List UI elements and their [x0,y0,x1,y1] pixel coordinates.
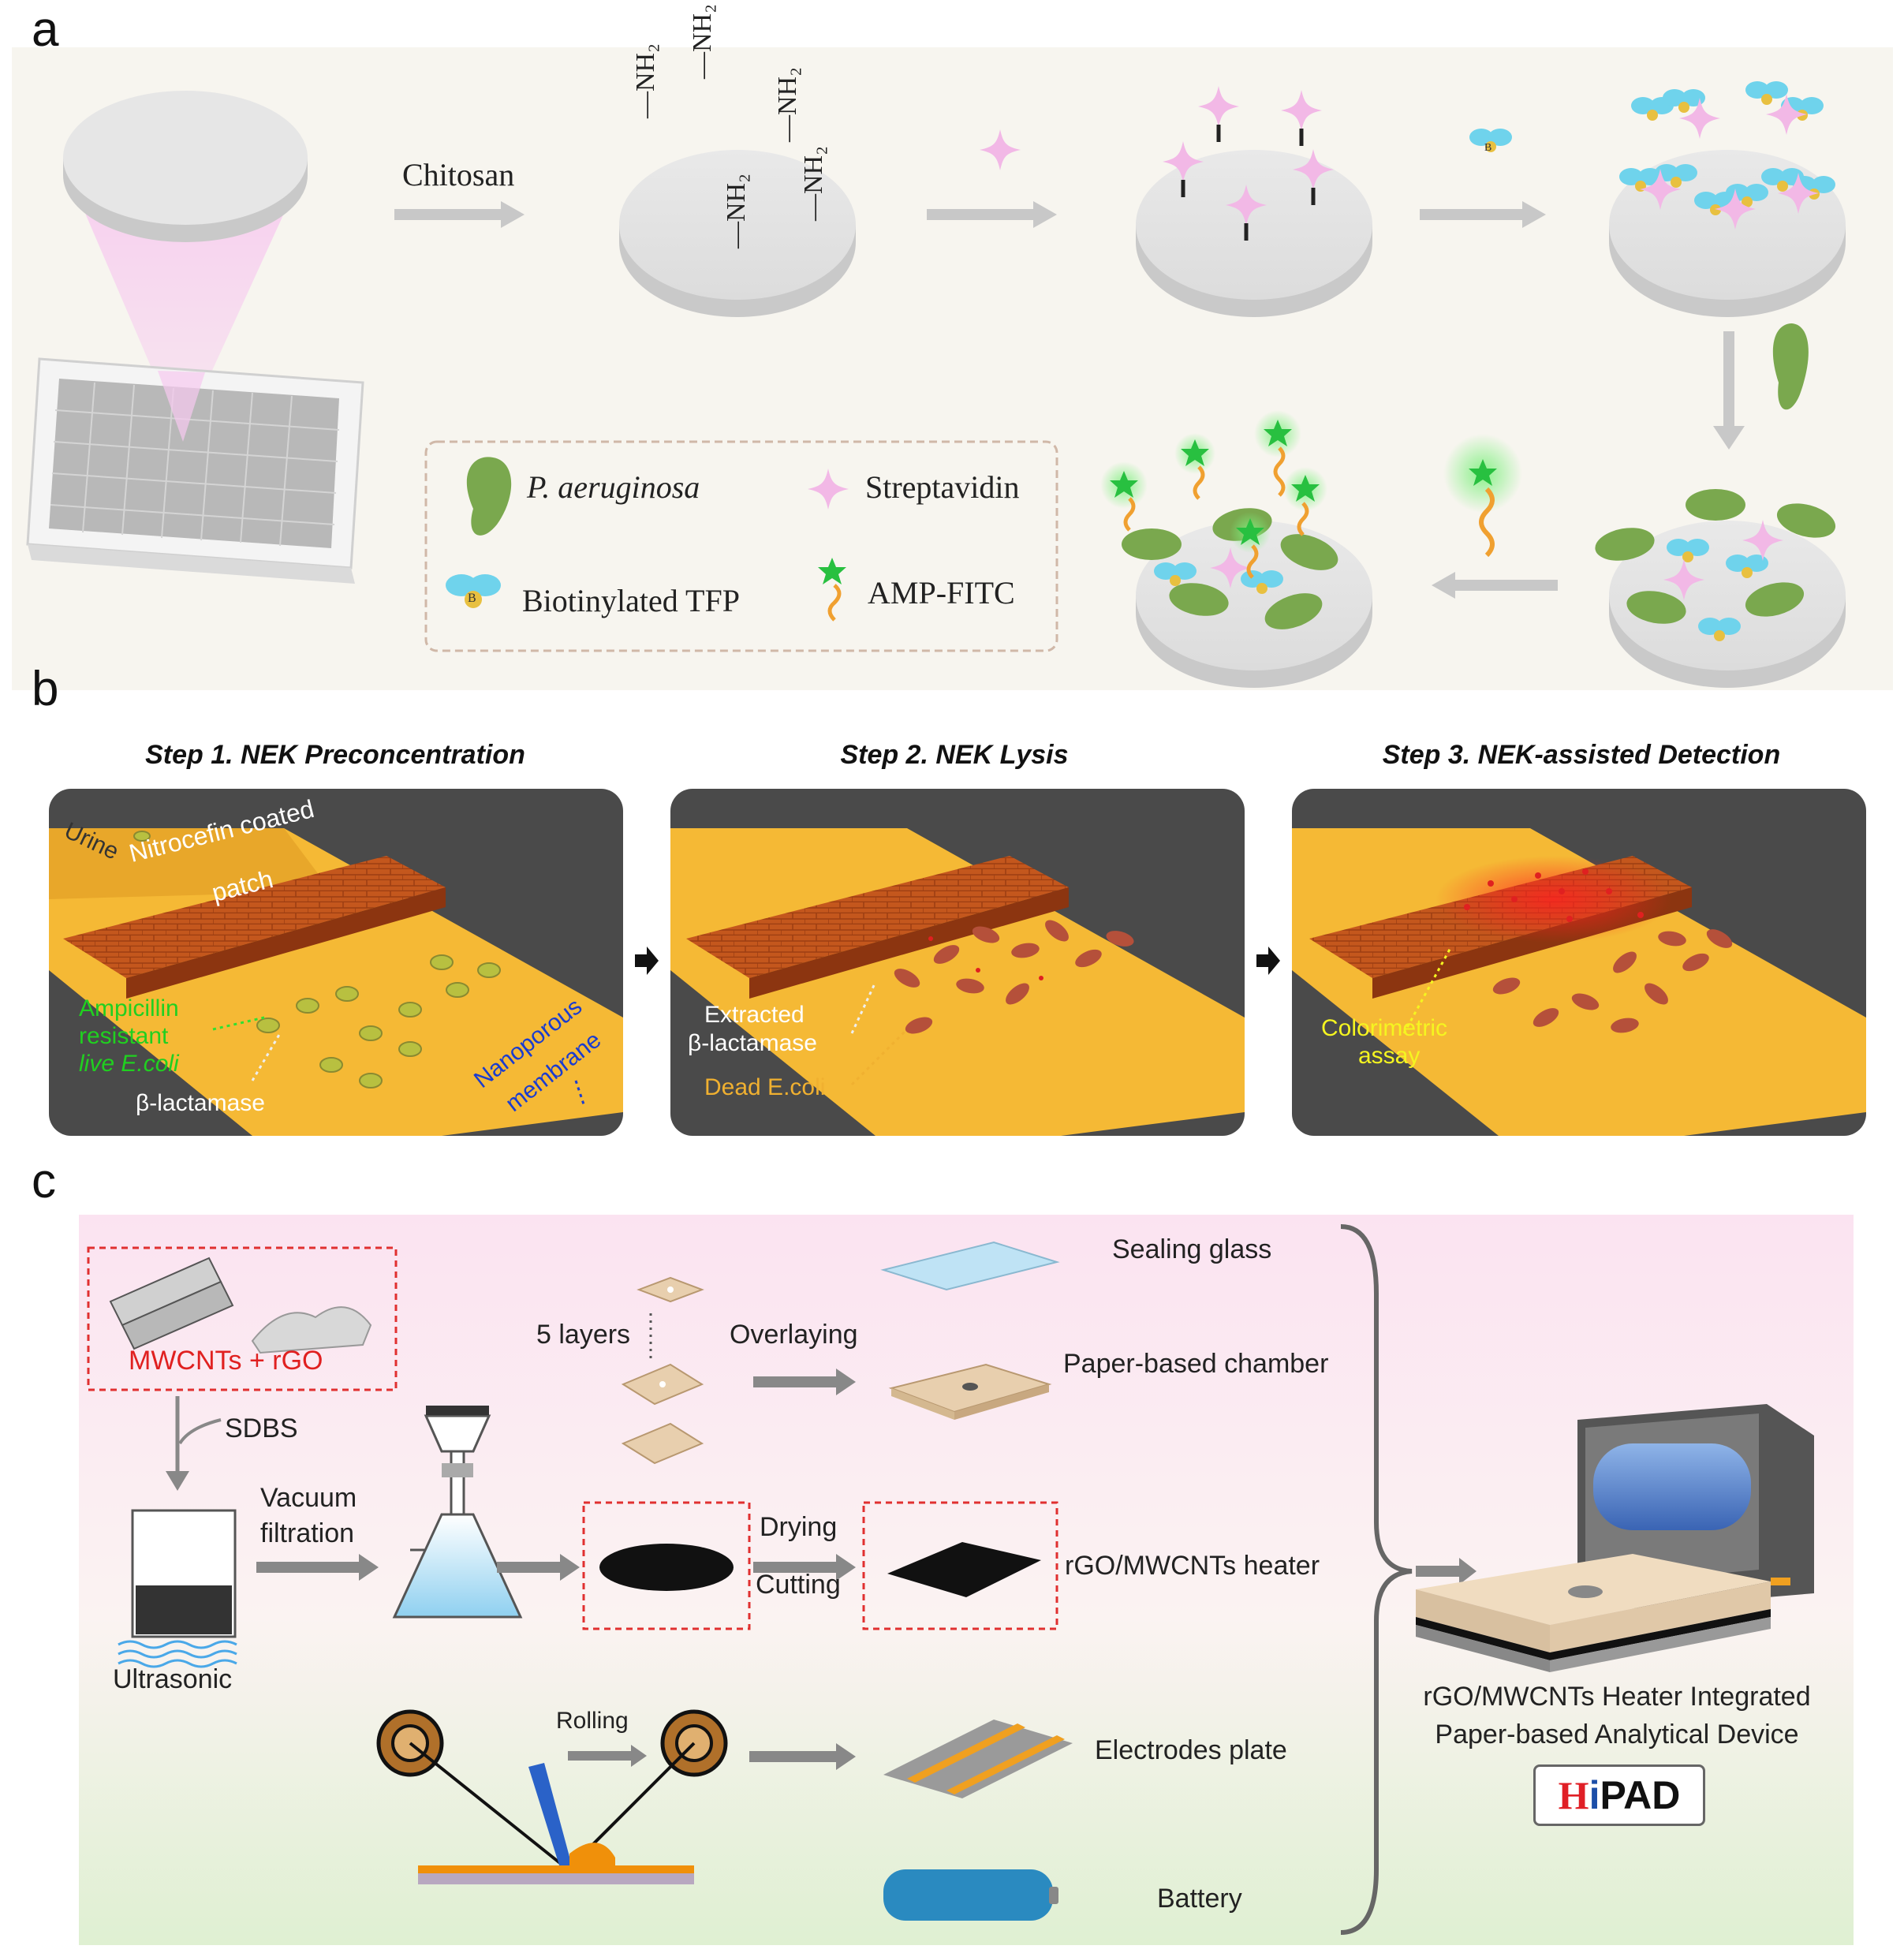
cutting-label: Cutting [756,1570,841,1600]
drying-label: Drying [760,1512,838,1542]
ampicillin-label-3: live E.coli [79,1051,179,1077]
vacuum-label-1: Vacuum [260,1483,357,1513]
extracted-label-2: β-lactamase [688,1030,817,1056]
dead-ecoli-label: Dead E.coli [704,1074,826,1100]
hipad-pad: PAD [1600,1773,1681,1817]
legend-tfp-label: Biotinylated TFP [522,583,740,618]
hipad-i: i [1589,1773,1600,1817]
colorimetric-label-2: assay [1358,1043,1421,1069]
chitosan-label: Chitosan [402,157,515,192]
step1-title: Step 1. NEK Preconcentration [145,740,525,770]
device-label-2: Paper-based Analytical Device [1435,1720,1799,1749]
ampicillin-label-1: Ampicillin [79,995,179,1021]
amine-group-1: —NH₂ [631,43,660,118]
legend-streptavidin-label: Streptavidin [865,469,1020,505]
vacuum-label-2: filtration [260,1518,355,1548]
amine-group-3: —NH₂ [722,174,751,248]
heater-label: rGO/MWCNTs heater [1065,1551,1320,1581]
beta-lactamase-label: β-lactamase [136,1090,265,1116]
sealing-glass-label: Sealing glass [1112,1234,1272,1264]
colorimetric-label-1: Colorimetric [1321,1015,1448,1041]
sdbs-label: SDBS [225,1413,298,1443]
hipad-h: H [1558,1773,1589,1817]
electrodes-label: Electrodes plate [1095,1735,1287,1765]
step2-title: Step 2. NEK Lysis [840,740,1069,770]
step3-title: Step 3. NEK-assisted Detection [1382,740,1781,770]
panel-c-diagram [79,1215,1854,1945]
ultrasonic-label: Ultrasonic [113,1664,233,1694]
device-label-1: rGO/MWCNTs Heater Integrated [1423,1682,1811,1712]
legend-bacteria-label: P. aeruginosa [527,469,700,505]
panel-c-letter: c [32,1154,56,1208]
extracted-label-1: Extracted [704,1002,805,1028]
mwcnts-label: MWCNTs + rGO [129,1346,323,1376]
ampicillin-label-2: resistant [79,1023,169,1049]
panel-b-diagram [49,789,1866,1136]
biotin-mark: B [1484,142,1492,154]
five-layers-label: 5 layers [536,1320,631,1350]
legend-biotin-mark: B [468,592,476,605]
overlaying-label: Overlaying [730,1320,858,1350]
amine-group-5: —NH₂ [799,146,828,221]
rolling-label: Rolling [556,1708,629,1734]
hipad-logo: HiPAD [1533,1764,1705,1826]
panel-a-diagram [12,47,1893,690]
amine-group-2: —NH₂ [688,4,717,79]
legend-amp-label: AMP-FITC [868,575,1015,611]
panel-b-letter: b [32,662,59,716]
amine-group-4: —NH₂ [773,67,802,142]
battery-label: Battery [1157,1884,1242,1914]
paper-chamber-label: Paper-based chamber [1063,1349,1329,1379]
